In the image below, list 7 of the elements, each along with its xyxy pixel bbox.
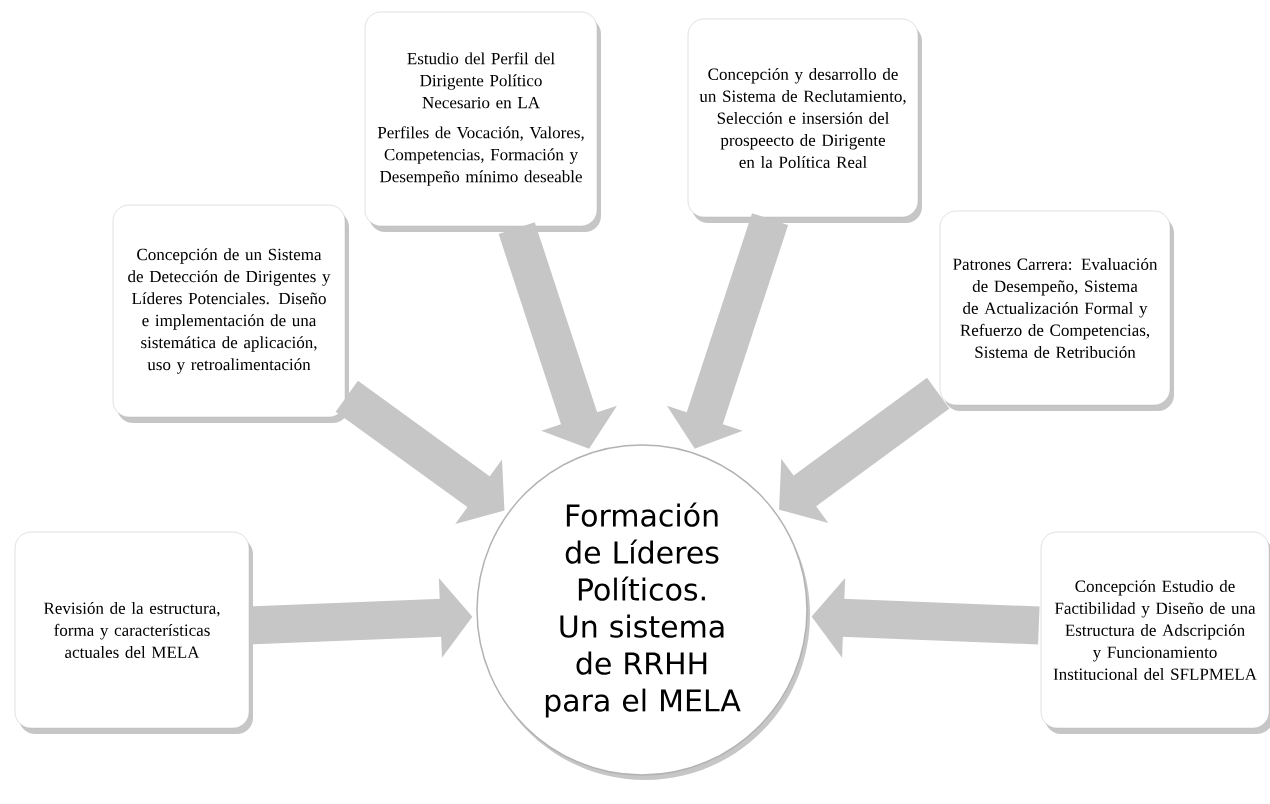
text-box: Patrones Carrera: Evaluación de Desempeño, Sistema de Actualización Formal y Refuerzo de Competencias, Sistema de Retribución bbox=[939, 210, 1171, 406]
text-box: Concepción Estudio de Factibilidad y Diseño de una Estructura de Adscripción y Funcionamiento Institucional del SFLPMELA bbox=[1040, 531, 1270, 729]
text-box: Revisión de la estructura, forma y características actuales del MELA bbox=[14, 531, 250, 729]
block-arrow bbox=[779, 377, 950, 524]
text-box: Concepción de un Sistema de Detección de Dirigentes y Líderes Potenciales. Diseño e implementación de una sistemática de aplicación, uso y retroalimentación bbox=[112, 204, 346, 418]
text-box: Concepción y desarrollo de un Sistema de Reclutamiento, Selección e insersión del prospeecto de Dirigente en la Política Real bbox=[687, 18, 919, 218]
text-box: Estudio del Perfil del Dirigente Político Necesario en LA Perfiles de Vocación, Valores, Competencias, Formación y Desempeño mínimo deseable bbox=[364, 11, 598, 227]
